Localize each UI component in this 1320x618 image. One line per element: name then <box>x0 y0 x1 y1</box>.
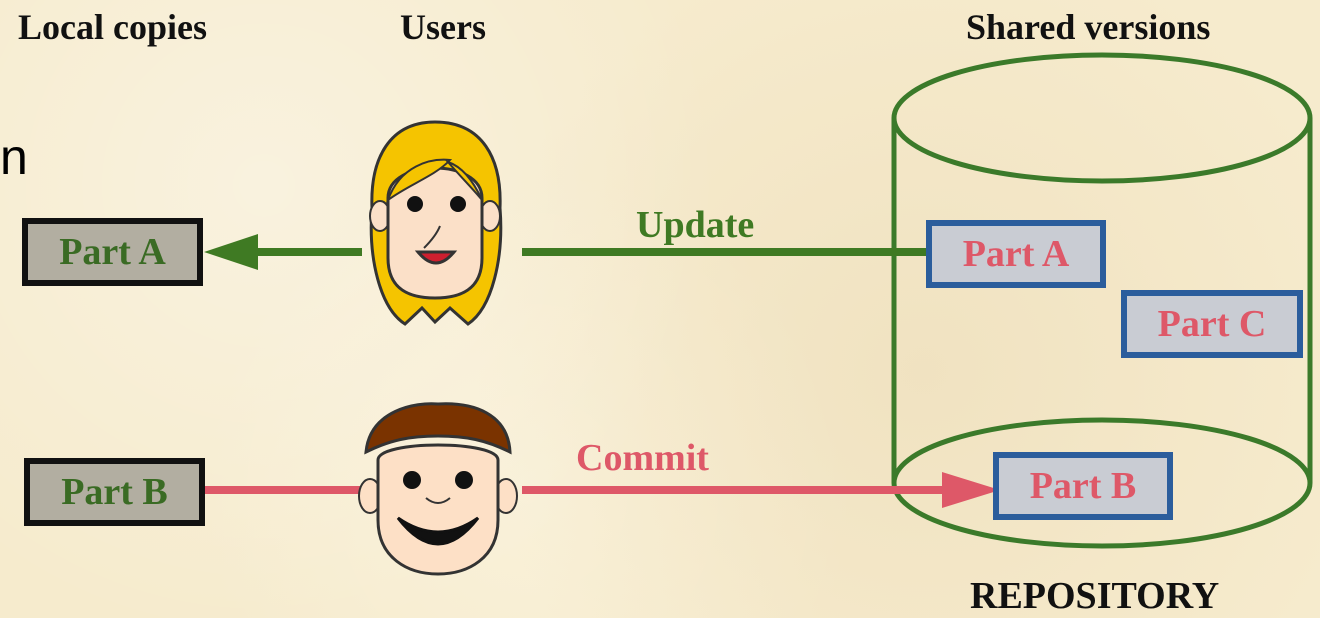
female-user-icon <box>369 120 503 326</box>
stray-letter: n <box>0 129 28 185</box>
shared-part-b: Part B <box>993 452 1173 520</box>
shared-versions-header: Shared versions <box>966 7 1211 47</box>
users-header: Users <box>400 7 486 47</box>
local-part-b: Part B <box>24 458 205 526</box>
update-label: Update <box>636 204 755 246</box>
repository-label: REPOSITORY <box>970 575 1220 617</box>
shared-part-c: Part C <box>1121 290 1303 358</box>
local-part-a: Part A <box>22 218 203 286</box>
commit-arrow <box>204 472 1000 508</box>
commit-label: Commit <box>576 437 709 479</box>
update-arrow <box>204 234 930 270</box>
shared-part-a: Part A <box>926 220 1106 288</box>
local-copies-header: Local copies <box>18 7 207 47</box>
male-user-icon <box>358 402 518 576</box>
repository-cylinder <box>891 52 1313 549</box>
